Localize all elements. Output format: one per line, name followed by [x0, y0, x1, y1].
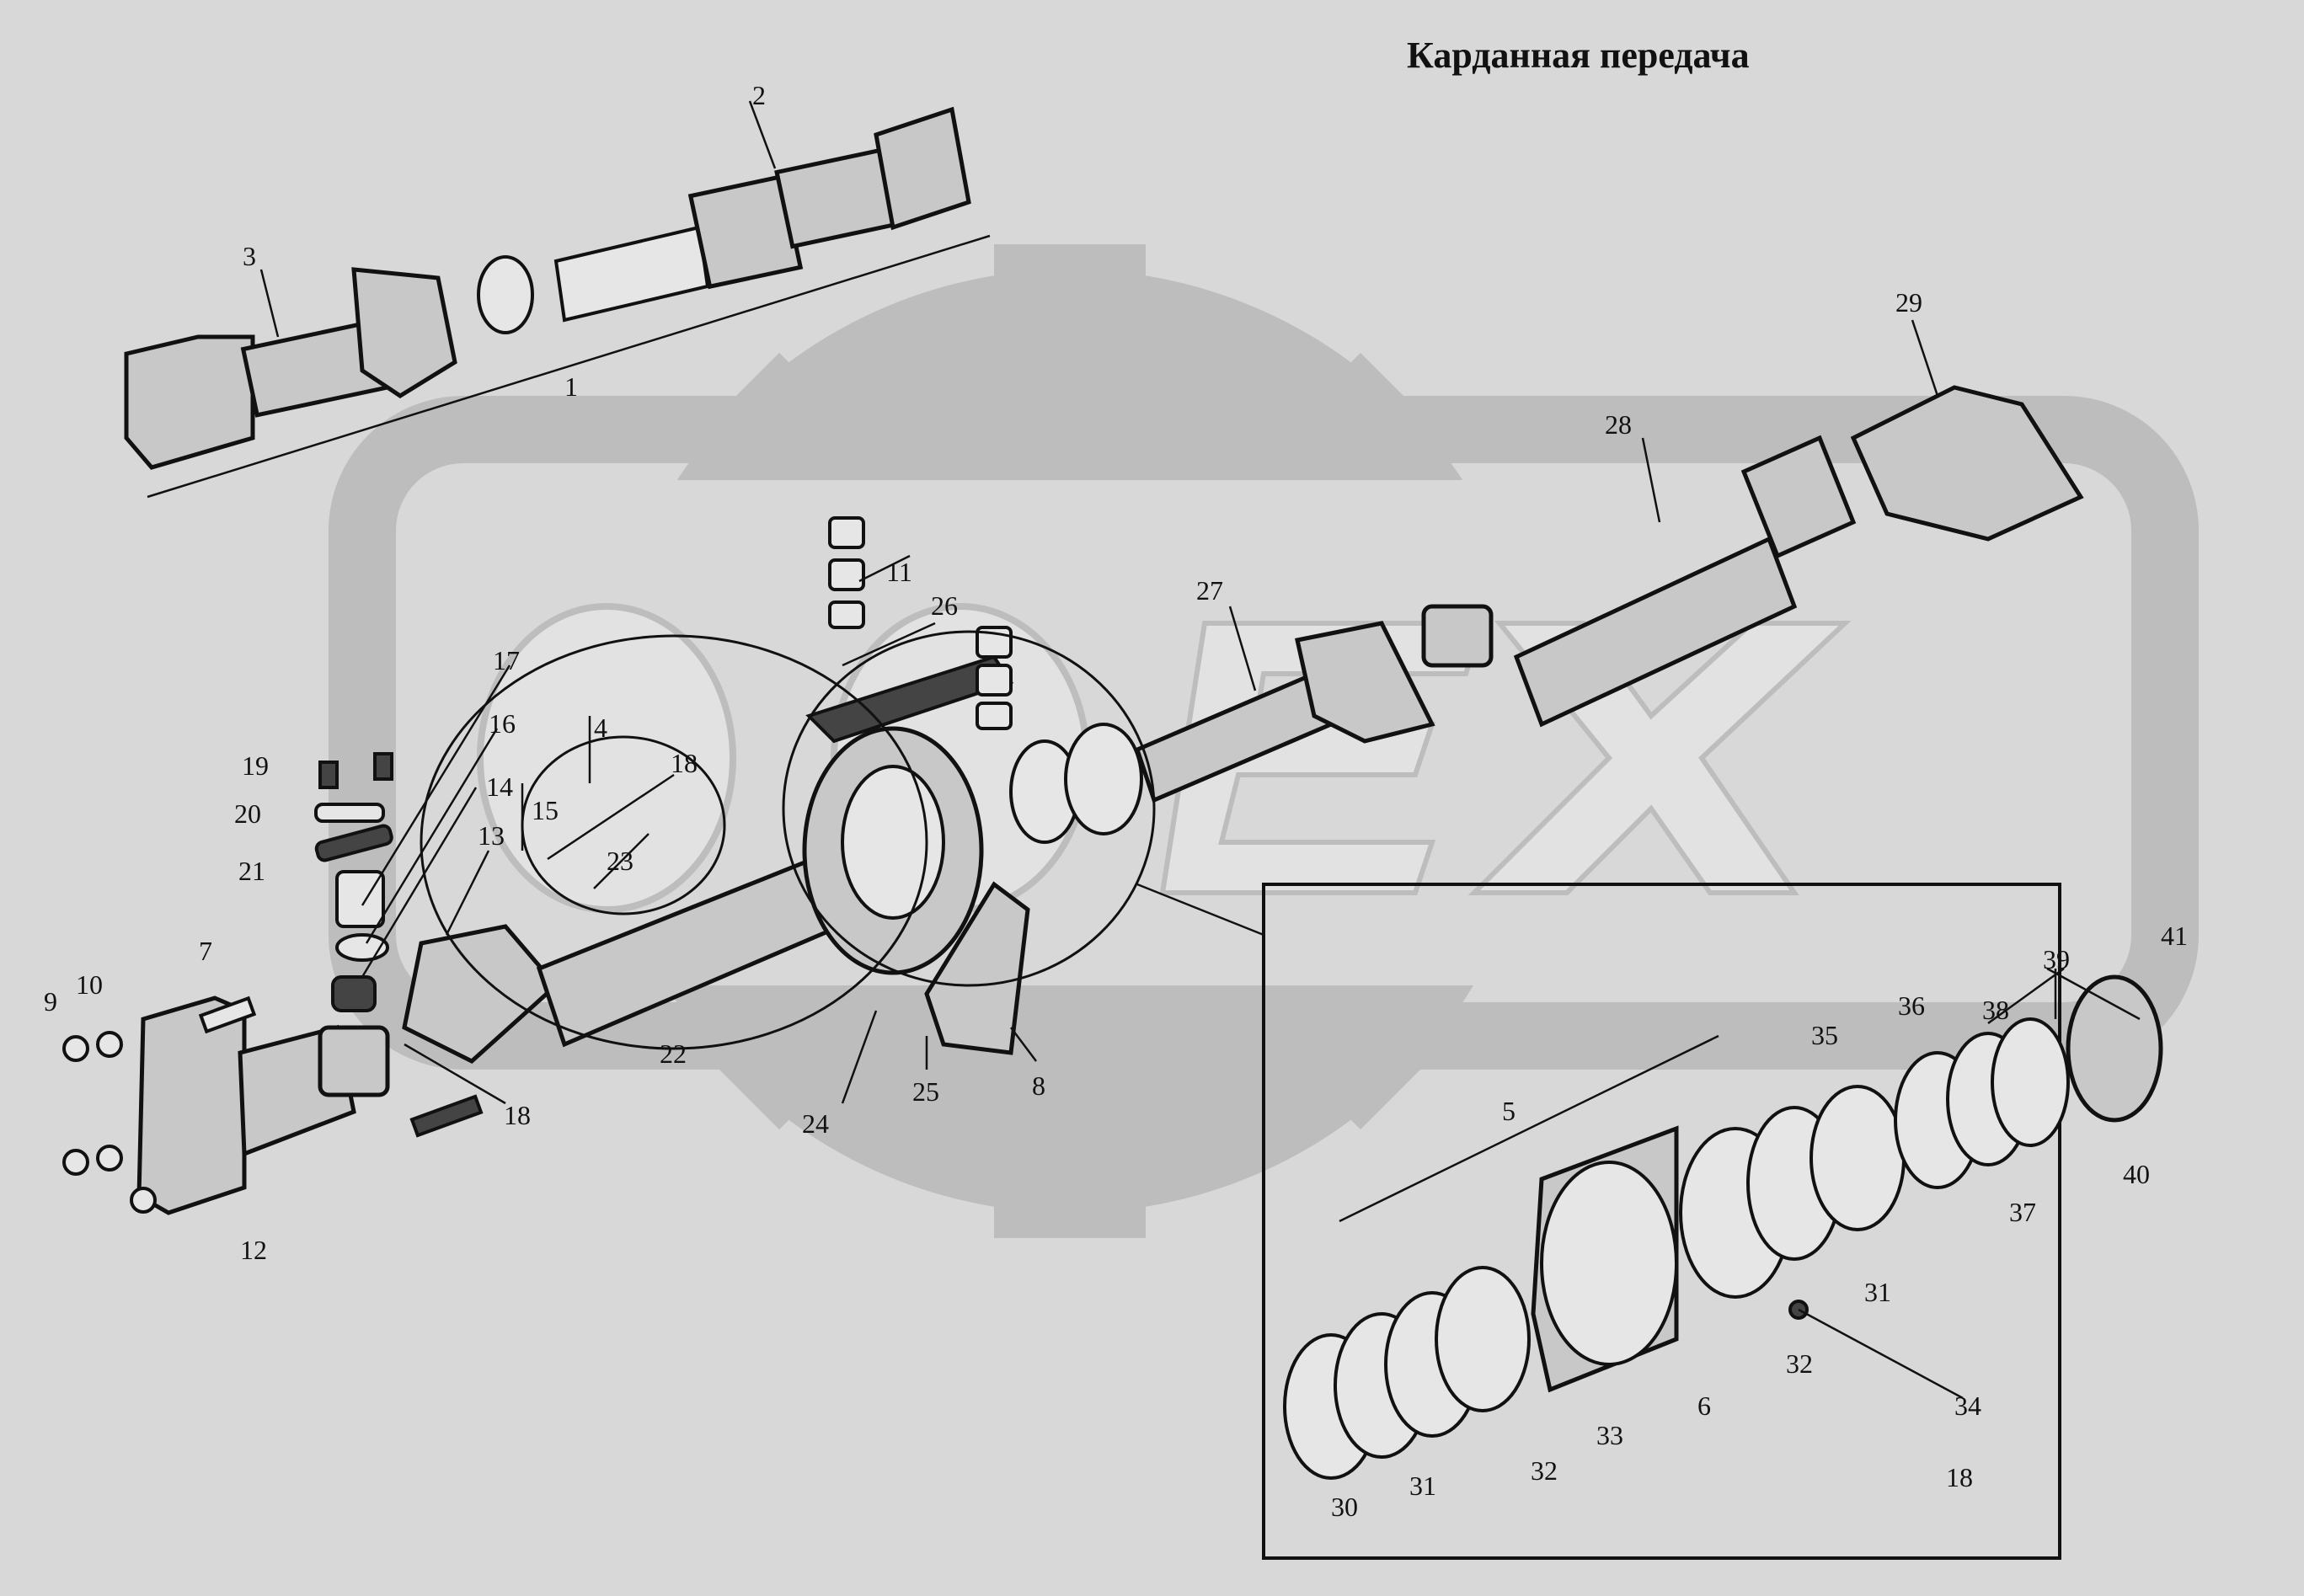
callout-23: 23 — [607, 846, 633, 876]
nuts-11 — [828, 516, 1013, 730]
inset-parts — [1283, 974, 2163, 1480]
leader-1 — [147, 234, 991, 499]
callout-19: 19 — [242, 750, 269, 781]
callout-15: 15 — [532, 795, 559, 825]
callout-40: 40 — [2123, 1159, 2150, 1189]
callout-11: 11 — [886, 557, 912, 587]
callout-30: 30 — [1331, 1492, 1358, 1522]
callout-12: 12 — [240, 1235, 267, 1265]
callout-41: 41 — [2161, 921, 2188, 951]
callout-7: 7 — [199, 936, 212, 966]
flange-12 — [136, 995, 247, 1215]
leader-5 — [1339, 1034, 1719, 1223]
callout-28: 28 — [1605, 409, 1632, 440]
callout-numbers: 1 2 3 4 5 6 7 8 9 10 11 12 13 14 15 16 1… — [44, 80, 2188, 1522]
callout-39: 39 — [2043, 944, 2070, 974]
main-shaft-assembly — [136, 385, 2084, 1215]
callout-4: 4 — [594, 713, 607, 743]
flange-29 — [1850, 385, 2084, 542]
callout-6: 6 — [1697, 1390, 1711, 1421]
callout-16: 16 — [489, 708, 516, 739]
callout-20: 20 — [234, 798, 261, 829]
callout-29: 29 — [1895, 287, 1922, 318]
detail-circle-left — [420, 634, 928, 1050]
leader-inset — [1136, 883, 1264, 937]
shaft-assembly-1 — [124, 106, 971, 470]
detail-circle-center — [782, 630, 1156, 987]
callout-31b: 31 — [1864, 1277, 1891, 1307]
callout-38: 38 — [1982, 995, 2009, 1025]
callout-34: 34 — [1954, 1390, 1981, 1421]
callout-9: 9 — [44, 986, 57, 1017]
callout-13: 13 — [478, 820, 505, 851]
callout-33: 33 — [1596, 1420, 1623, 1450]
callout-18a: 18 — [671, 748, 698, 778]
callout-5: 5 — [1502, 1096, 1516, 1126]
callout-26: 26 — [931, 590, 958, 621]
callout-1: 1 — [564, 371, 578, 402]
callout-24: 24 — [802, 1108, 829, 1139]
callout-2: 2 — [752, 80, 766, 110]
callout-32a: 32 — [1531, 1455, 1558, 1486]
callout-17: 17 — [493, 645, 520, 675]
diagram-title: Карданная передача — [1407, 35, 1750, 76]
leader-lines — [259, 100, 2141, 1400]
callout-25: 25 — [912, 1076, 939, 1107]
callout-18c: 18 — [1946, 1462, 1973, 1492]
small-parts-left — [62, 752, 484, 1214]
callout-27: 27 — [1196, 575, 1223, 606]
callout-37: 37 — [2009, 1197, 2036, 1227]
tube-28 — [1513, 536, 1798, 728]
detail-inset-box — [1262, 883, 2061, 1560]
callout-18b: 18 — [504, 1100, 531, 1130]
callout-36: 36 — [1898, 990, 1925, 1021]
callout-35: 35 — [1811, 1020, 1838, 1050]
callout-3: 3 — [243, 241, 256, 271]
callout-22: 22 — [660, 1038, 687, 1069]
callout-14: 14 — [486, 771, 513, 802]
yoke-22 — [402, 924, 559, 1064]
callout-21: 21 — [238, 856, 265, 886]
bracket-8 — [924, 881, 1030, 1055]
callout-8: 8 — [1032, 1070, 1045, 1101]
callout-32b: 32 — [1786, 1348, 1813, 1379]
callout-31a: 31 — [1409, 1471, 1436, 1501]
callout-10: 10 — [76, 969, 103, 1000]
